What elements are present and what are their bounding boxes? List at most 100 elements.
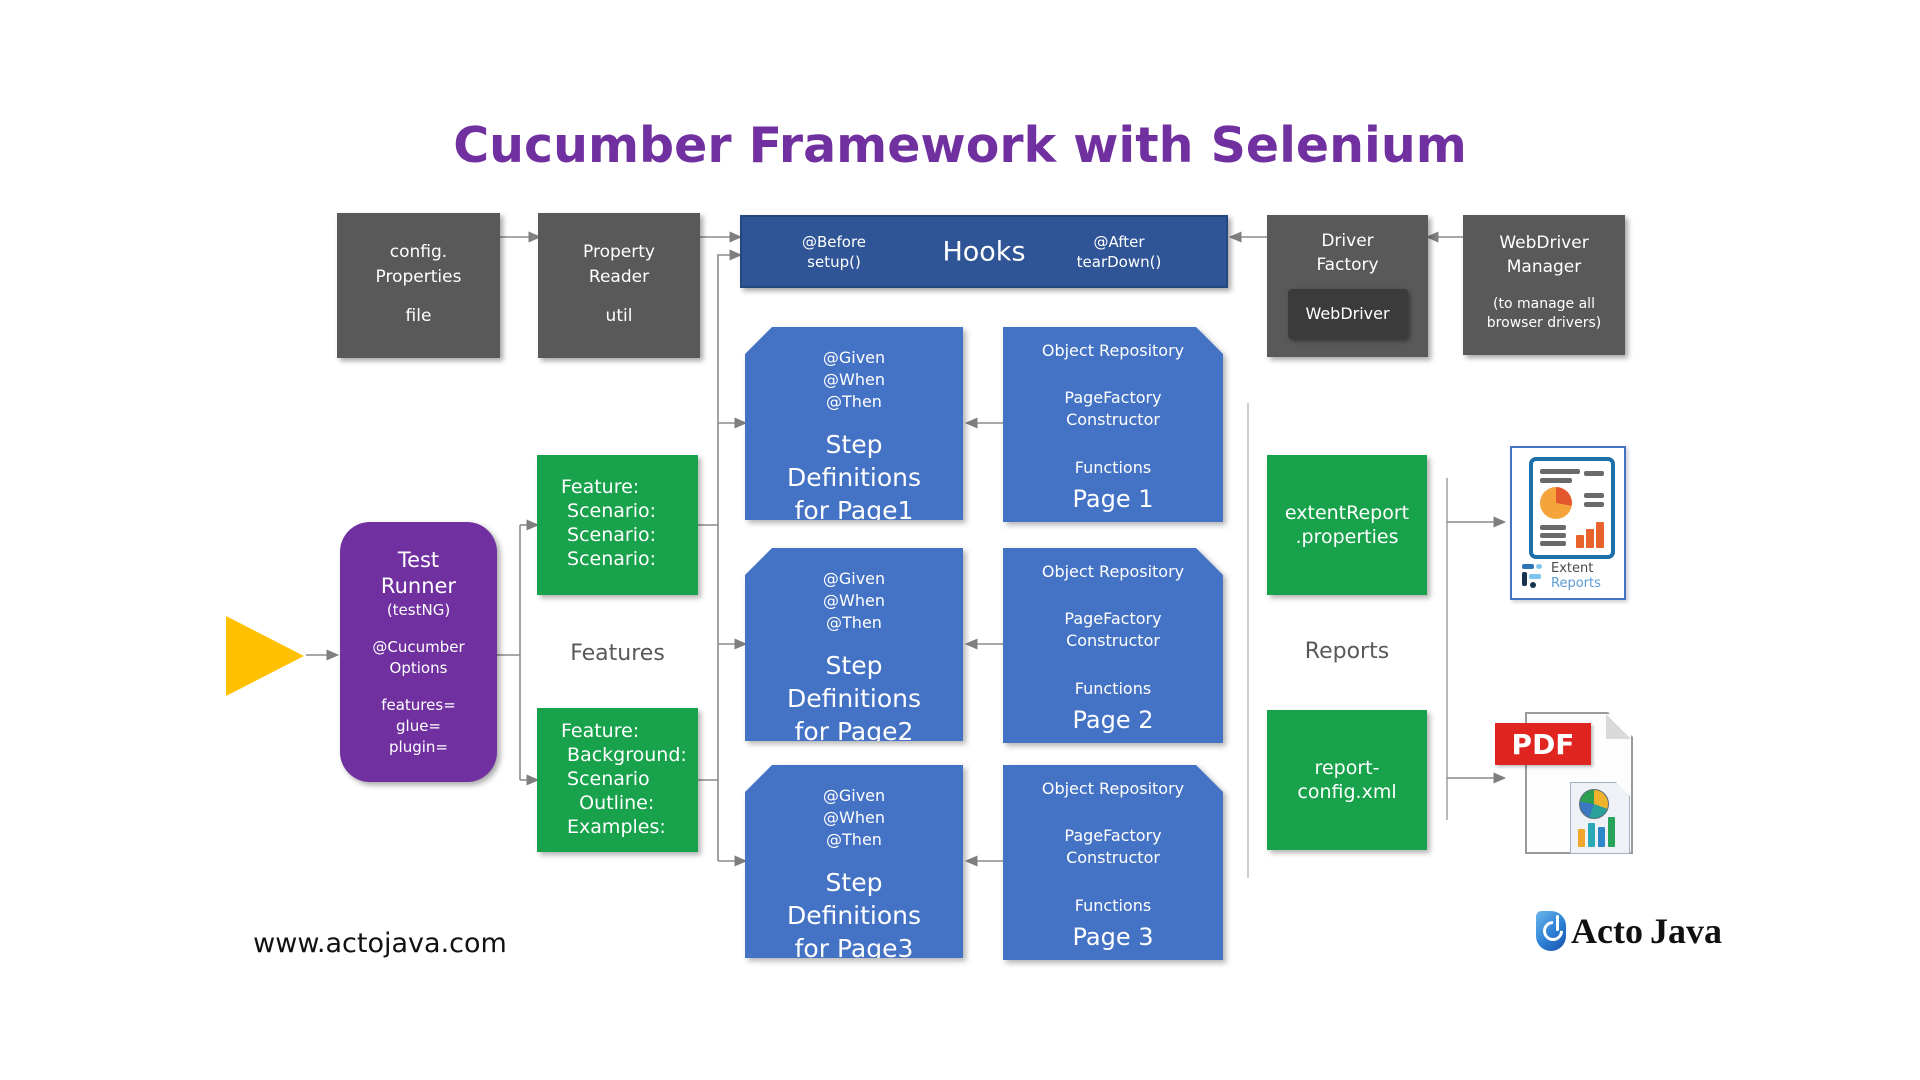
mini-pie-chart-icon xyxy=(1579,789,1609,819)
or2-constructor: Constructor xyxy=(1066,631,1160,650)
gb1-l3: Scenario: xyxy=(561,524,657,546)
extent-reports-logo: Extent Reports xyxy=(1522,558,1618,594)
doc-line xyxy=(1540,478,1572,483)
wdm-note2: browser drivers) xyxy=(1486,315,1602,331)
runner-plugin: plugin= xyxy=(389,737,448,756)
object-repository-page1-box: Object Repository PageFactory Constructo… xyxy=(1003,327,1223,522)
mini-bar xyxy=(1578,829,1585,847)
gb2-l1: Feature: xyxy=(561,720,640,742)
mini-bar xyxy=(1588,823,1595,847)
sd1-then: @Then xyxy=(826,392,882,411)
or1-header: Object Repository xyxy=(1041,341,1185,360)
sd1-annotations: @Given @When @Then xyxy=(823,347,885,413)
wdm-line1: WebDriver xyxy=(1499,233,1589,253)
driver-factory-line2: Factory xyxy=(1316,255,1379,275)
gb2-l2: Background: xyxy=(561,744,687,766)
extent-text: Extent xyxy=(1551,561,1594,576)
sd1-title-l3: for Page1 xyxy=(794,496,914,525)
hooks-after-block: @After tearDown() xyxy=(1044,232,1194,272)
sd3-when: @When xyxy=(823,808,885,827)
glyph-dot xyxy=(1530,582,1536,588)
sd2-annotations: @Given @When @Then xyxy=(823,568,885,634)
preader-line2: Reader xyxy=(588,267,650,287)
runner-glue: glue= xyxy=(396,716,441,735)
or3-page-label: Page 3 xyxy=(1072,923,1154,951)
sd1-given: @Given xyxy=(822,348,886,367)
or2-header: Object Repository xyxy=(1041,562,1185,581)
sd1-title-l1: Step xyxy=(825,430,883,459)
or3-constructor: Constructor xyxy=(1066,848,1160,867)
er-l2: .properties xyxy=(1295,526,1399,548)
or1-functions: Functions xyxy=(1074,458,1152,477)
extent-reports-icon: Extent Reports xyxy=(1510,446,1626,600)
driver-factory-line1: Driver xyxy=(1321,231,1374,251)
after-annotation: @After xyxy=(1093,232,1145,251)
sd3-annotations: @Given @When @Then xyxy=(823,785,885,851)
doc-line xyxy=(1584,493,1604,498)
sd3-title-l3: for Page3 xyxy=(794,934,914,963)
before-method: setup() xyxy=(807,252,861,271)
extent-logo-text: Extent Reports xyxy=(1551,561,1601,591)
glyph-dot xyxy=(1536,564,1542,569)
sd2-given: @Given xyxy=(822,569,886,588)
or2-page-label: Page 2 xyxy=(1072,706,1154,734)
object-repository-page3-box: Object Repository PageFactory Constructo… xyxy=(1003,765,1223,960)
sd3-then: @Then xyxy=(826,830,882,849)
bar-chart-icon xyxy=(1576,535,1584,548)
reports-text: Reports xyxy=(1551,576,1601,591)
config-line1: config. xyxy=(389,242,448,262)
or2-functions: Functions xyxy=(1074,679,1152,698)
hooks-title: Hooks xyxy=(942,236,1026,267)
rc-l2: config.xml xyxy=(1297,781,1397,803)
page-title: Cucumber Framework with Selenium xyxy=(453,117,1467,174)
wdm-note1: (to manage all xyxy=(1493,296,1595,312)
config-properties-box: config. Properties file xyxy=(337,213,500,358)
report-config-xml-box: report- config.xml xyxy=(1267,710,1427,850)
or1-pagefactory: PageFactory xyxy=(1064,388,1162,407)
sd1-when: @When xyxy=(823,370,885,389)
rc-l1: report- xyxy=(1314,757,1380,779)
gb1-l2: Scenario: xyxy=(561,500,657,522)
sd1-title: Step Definitions for Page1 xyxy=(787,428,921,525)
or3-pagefactory: PageFactory xyxy=(1064,826,1162,845)
after-method: tearDown() xyxy=(1076,252,1162,271)
pdf-file-icon: PDF xyxy=(1495,703,1643,855)
test-runner-box: Test Runner (testNG) @Cucumber Options f… xyxy=(340,522,497,782)
or3-functions: Functions xyxy=(1074,896,1152,915)
actojava-logo: Acto Java xyxy=(1536,910,1722,952)
feature-file-box-2: Feature: Background: Scenario Outline: E… xyxy=(537,708,698,852)
folded-corner-icon xyxy=(1606,714,1631,739)
preader-line1: Property xyxy=(583,242,655,262)
sd3-title: Step Definitions for Page3 xyxy=(787,866,921,963)
gb2-l4: Outline: xyxy=(561,792,655,814)
glyph-bar xyxy=(1522,572,1527,586)
runner-features: features= xyxy=(381,695,456,714)
pdf-inner-chart-icon xyxy=(1570,782,1630,854)
runner-cucumber: @Cucumber xyxy=(372,637,465,656)
sd3-title-l1: Step xyxy=(825,868,883,897)
doc-line xyxy=(1584,502,1604,507)
step-definitions-page3-box: @Given @When @Then Step Definitions for … xyxy=(745,765,963,958)
sd2-title-l2: Definitions xyxy=(786,684,922,713)
pie-chart-icon xyxy=(1540,487,1572,519)
gb1-l1: Feature: xyxy=(561,476,640,498)
website-text: www.actojava.com xyxy=(253,928,507,959)
glyph-bar xyxy=(1522,564,1534,569)
before-annotation: @Before xyxy=(801,232,867,251)
sd2-title-l3: for Page2 xyxy=(794,717,914,746)
sd3-given: @Given xyxy=(822,786,886,805)
bar-chart-icon xyxy=(1596,522,1604,548)
preader-line3: util xyxy=(605,306,633,326)
driver-factory-box: Driver Factory WebDriver xyxy=(1267,215,1428,357)
or2-pagefactory: PageFactory xyxy=(1064,609,1162,628)
hooks-before-block: @Before setup() xyxy=(774,232,894,272)
feature-file-box-1: Feature: Scenario: Scenario: Scenario: xyxy=(537,455,698,595)
reports-label: Reports xyxy=(1304,639,1390,664)
mini-bar xyxy=(1608,817,1615,847)
webdriver-manager-box: WebDriver Manager (to manage all browser… xyxy=(1463,215,1625,355)
sd2-title: Step Definitions for Page2 xyxy=(786,649,922,746)
config-line3: file xyxy=(405,306,432,326)
doc-line xyxy=(1540,469,1580,474)
